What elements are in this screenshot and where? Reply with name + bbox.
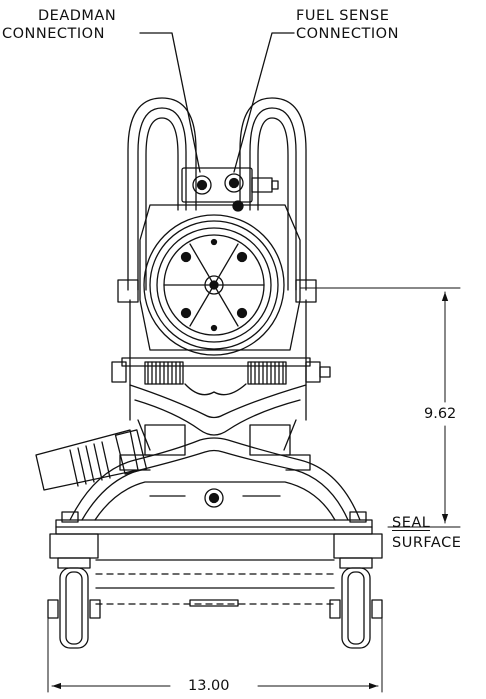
- fuel-sense-label-line1: FUEL SENSE: [296, 8, 390, 24]
- spring-bracket: [111, 357, 331, 396]
- seal-surface-label-line2: SURFACE: [392, 535, 462, 551]
- height-dimension-value: 9.62: [422, 406, 459, 422]
- height-dimension: [299, 287, 461, 528]
- pump-housing: [117, 204, 317, 421]
- deadman-label-line1: DEADMAN: [38, 8, 117, 24]
- fuel-sense-label-line2: CONNECTION: [296, 26, 399, 42]
- yoke-frame: [119, 384, 311, 471]
- coupler-face: [143, 214, 285, 356]
- hose: [35, 429, 148, 491]
- deadman-label-line2: CONNECTION: [2, 26, 105, 42]
- connection-block: [181, 167, 279, 212]
- right-caster: [329, 557, 383, 649]
- width-dimension: [47, 609, 383, 693]
- seal-surface-label-line1: SEAL: [392, 515, 431, 531]
- right-spring: [247, 361, 287, 385]
- width-dimension-value: 13.00: [186, 678, 232, 694]
- right-handle-loop: [239, 97, 307, 291]
- left-handle-loop: [127, 97, 197, 291]
- fuel-sense-leader: [233, 32, 295, 173]
- deadman-leader: [139, 32, 201, 173]
- left-caster: [47, 557, 101, 649]
- base-frame: [49, 511, 383, 607]
- left-spring: [144, 361, 184, 385]
- lower-arch: [69, 437, 361, 521]
